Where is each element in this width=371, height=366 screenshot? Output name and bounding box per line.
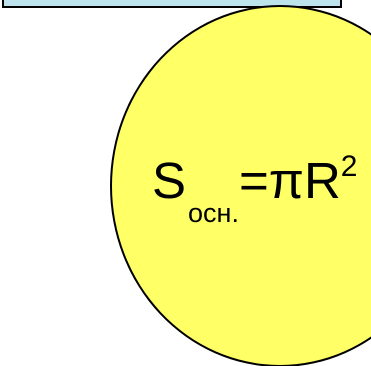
formula-subscript: осн. [188, 198, 239, 228]
formula-symbol-s: S [152, 152, 187, 209]
top-cyan-box [2, 0, 342, 8]
base-circle [110, 5, 371, 366]
formula-exponent: 2 [340, 150, 358, 183]
area-formula: Sосн.=πR2 [152, 152, 357, 227]
formula-pi-r: =πR [238, 152, 341, 209]
